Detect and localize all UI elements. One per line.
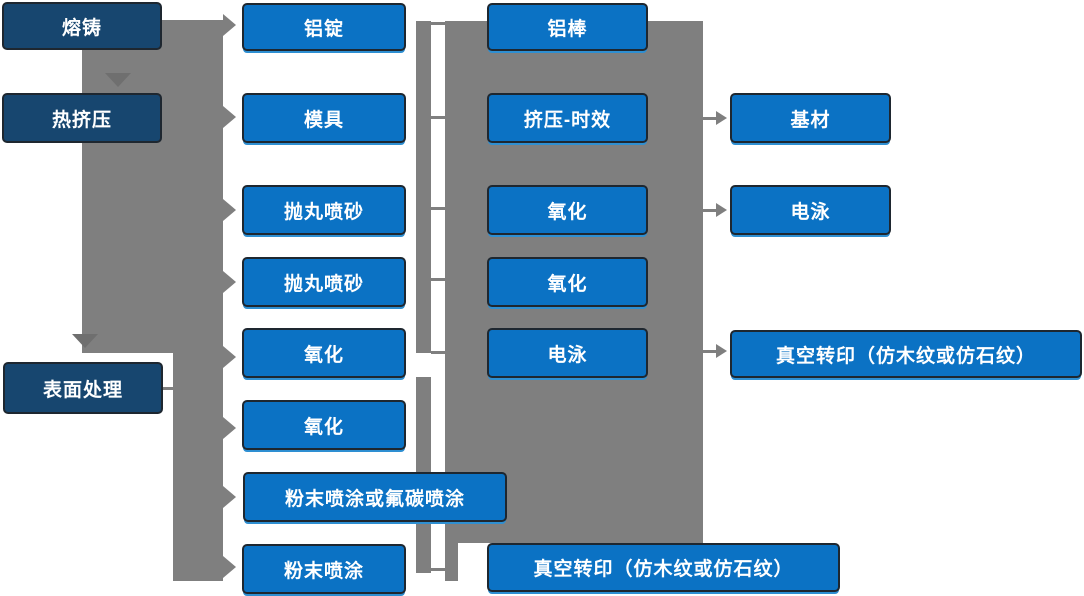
node-oxidation-4: 氧化 bbox=[487, 257, 648, 307]
node-shot-blast-1: 抛丸喷砂 bbox=[242, 185, 406, 235]
arrowhead-to-oxidation-1 bbox=[223, 346, 236, 368]
arrow-melt-cast-to-hot-extrusion bbox=[105, 73, 131, 87]
center-bus-strip bbox=[445, 21, 458, 581]
node-oxidation-1: 氧化 bbox=[242, 328, 406, 378]
node-extrusion-aging: 挤压-时效 bbox=[487, 93, 648, 143]
node-aluminum-ingot: 铝锭 bbox=[242, 3, 406, 51]
node-vacuum-transfer-bottom: 真空转印（仿木纹或仿石纹） bbox=[487, 543, 840, 592]
line-to-vacuum-transfer-right bbox=[700, 350, 717, 353]
arrowhead-to-vacuum-transfer-right bbox=[716, 344, 727, 358]
tick-surface-treatment bbox=[163, 387, 175, 390]
line-to-base-material bbox=[700, 117, 717, 120]
node-hot-extrusion: 热挤压 bbox=[2, 93, 162, 143]
node-oxidation-3: 氧化 bbox=[487, 185, 648, 235]
mid-bus-upper-bar bbox=[416, 21, 431, 353]
node-powder-coating: 粉末喷涂 bbox=[242, 544, 406, 594]
tick-row1 bbox=[431, 22, 448, 25]
arrowhead-to-oxidation-2 bbox=[223, 417, 236, 439]
arrowhead-to-powder-fluorocarbon bbox=[223, 486, 236, 508]
node-base-material: 基材 bbox=[730, 93, 891, 143]
left-bus-block bbox=[82, 20, 223, 353]
line-to-electrophoresis-2 bbox=[700, 209, 717, 212]
node-electrophoresis-2: 电泳 bbox=[730, 185, 891, 235]
arrowhead-to-shot-blast-1 bbox=[223, 199, 236, 221]
tick-row2 bbox=[431, 116, 448, 119]
arrowhead-to-electrophoresis-2 bbox=[716, 203, 727, 217]
node-mold: 模具 bbox=[242, 93, 406, 143]
arrow-hot-extrusion-to-surface-treatment bbox=[72, 334, 98, 348]
node-powder-fluorocarbon: 粉末喷涂或氟碳喷涂 bbox=[243, 472, 507, 522]
arrowhead-to-aluminum-ingot bbox=[223, 14, 236, 36]
node-oxidation-2: 氧化 bbox=[242, 400, 406, 450]
node-melt-cast: 熔铸 bbox=[2, 2, 162, 50]
arrowhead-to-mold bbox=[223, 106, 236, 128]
arrowhead-to-shot-blast-2 bbox=[223, 271, 236, 293]
left-bus-lower-bar bbox=[173, 352, 223, 581]
node-aluminum-rod: 铝棒 bbox=[487, 3, 648, 51]
tick-row8 bbox=[431, 568, 448, 571]
node-shot-blast-2: 抛丸喷砂 bbox=[242, 257, 406, 307]
tick-row3 bbox=[431, 207, 448, 210]
tick-row5 bbox=[431, 351, 448, 354]
arrowhead-to-powder-coating bbox=[223, 556, 236, 578]
arrowhead-to-base-material bbox=[716, 111, 727, 125]
node-surface-treatment: 表面处理 bbox=[3, 362, 163, 414]
tick-row4 bbox=[431, 278, 448, 281]
node-vacuum-transfer-right: 真空转印（仿木纹或仿石纹） bbox=[730, 330, 1082, 378]
node-electrophoresis-1: 电泳 bbox=[487, 328, 648, 378]
